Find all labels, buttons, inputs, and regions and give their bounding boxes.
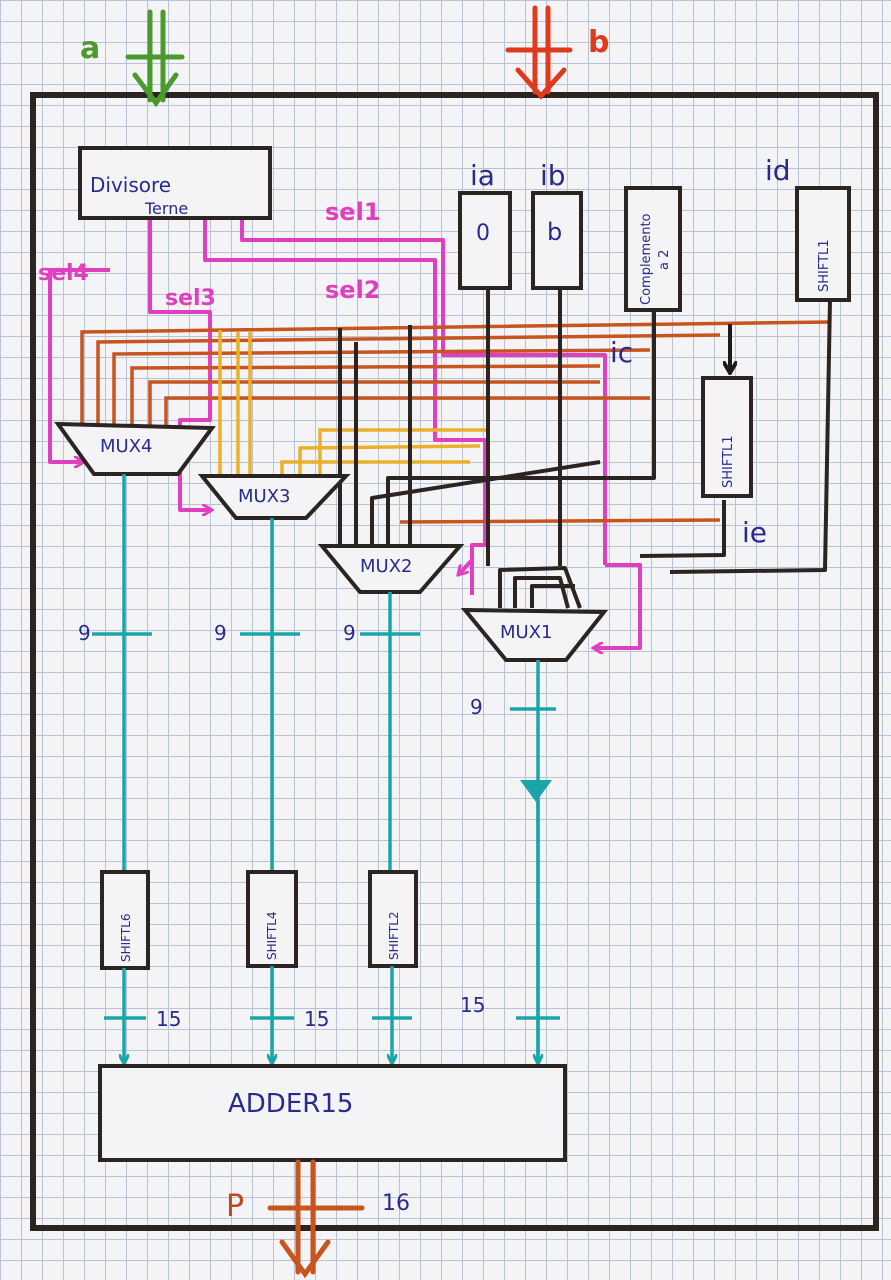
id-label: id [765,154,791,187]
sel3-label: sel3 [165,286,216,311]
input-a-label: a [80,31,100,66]
mux3: MUX3 [202,476,346,518]
zero-text: 0 [476,221,490,246]
zero-constant-block: 0 [460,193,510,288]
complement-text-2: a 2 [657,250,672,270]
mux2-width: 9 [343,621,356,645]
b-passthrough-block: b [533,193,581,288]
shiftl4-text: SHIFTL4 [265,911,279,960]
shiftl1-d-block: SHIFTL1 [797,188,849,300]
input-b-bus [508,8,570,96]
terne-label: Terne [144,199,188,218]
mux3-width: 9 [214,621,227,645]
divisore-label: Divisore [90,173,171,197]
shiftl4-width: 15 [304,1007,329,1031]
shiftl6-text: SHIFTL6 [119,913,133,962]
input-b-label: b [588,25,609,60]
module-border [33,95,876,1228]
ie-label: ie [742,516,767,549]
mux1: MUX1 [465,610,604,660]
output-p-label: P [226,1189,244,1224]
ic-label: ic [610,336,633,369]
divisore-terne-block: Divisore Terne [80,148,270,218]
shiftl4-block: SHIFTL4 [248,872,296,966]
shiftl2-block: SHIFTL2 [370,872,416,966]
ia-label: ia [470,159,495,192]
sel4-label: sel4 [38,261,89,286]
mux1-path-width: 15 [460,993,485,1017]
mux4-width: 9 [78,621,91,645]
mux1-label: MUX1 [500,622,553,643]
output-p-bus [270,1162,362,1274]
shiftl1-d-text: SHIFTL1 [817,239,832,292]
mux4: MUX4 [58,424,212,474]
mux1-path-arrow-icon [520,780,552,802]
complement-text-1: Complemento [639,213,654,305]
sel1-label: sel1 [325,198,381,226]
ib-label: ib [540,159,566,192]
shiftl6-block: SHIFTL6 [102,872,148,968]
sel2-label: sel2 [325,276,381,304]
b-box-text: b [547,218,562,246]
mux2: MUX2 [322,546,460,592]
mux2-label: MUX2 [360,556,413,577]
mux1-width: 9 [470,695,483,719]
shiftl1-e-block: SHIFTL1 [703,378,751,496]
input-a-bus [128,12,182,103]
shiftl1-e-text: SHIFTL1 [721,435,736,488]
adder15-block: ADDER15 [100,1066,565,1160]
adder15-label: ADDER15 [228,1089,353,1119]
output-p-width: 16 [382,1191,410,1216]
shiftl2-text: SHIFTL2 [387,911,401,960]
mux3-label: MUX3 [238,486,291,507]
shiftl6-width: 15 [156,1007,181,1031]
mux4-label: MUX4 [100,436,153,457]
complement-block: Complemento a 2 [626,188,680,310]
